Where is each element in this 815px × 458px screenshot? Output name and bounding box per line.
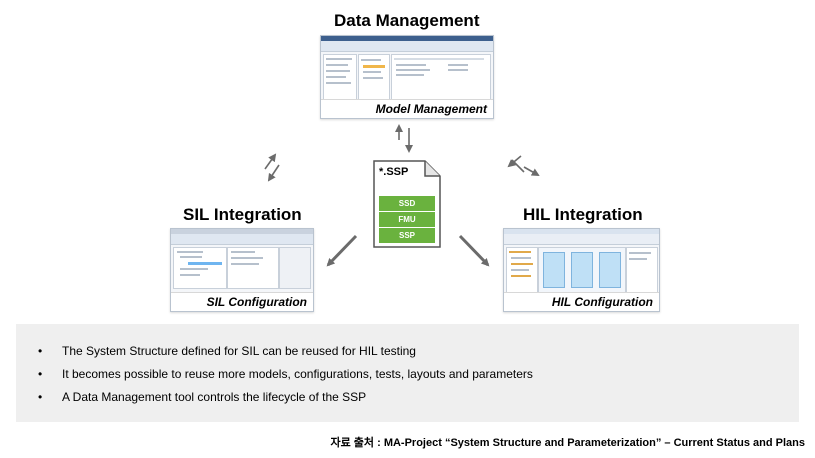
signal-chain-pane [538,247,626,293]
sil-configuration-caption: SIL Configuration [171,292,313,311]
data-management-title: Data Management [334,11,480,30]
ssp-to-sil-arrow [326,234,358,267]
dm-ssp-bidirectional-arrow [395,124,413,153]
window-titlebar [321,36,493,41]
bullet-marker: • [38,390,43,404]
properties-pane [279,247,311,289]
ribbon-toolbar [504,234,659,245]
hil-configuration-caption: HIL Configuration [504,292,659,311]
sil-integration-title: SIL Integration [183,205,302,224]
mapping-pane [227,247,279,289]
bullet-text: It becomes possible to reuse more models… [62,367,533,381]
model-management-screenshot: Model Management [320,35,494,119]
dm-sil-bidirectional-arrow [264,153,280,182]
window-titlebar [171,229,313,234]
ssp-to-hil-arrow [458,234,490,267]
project-tree-pane [506,247,538,293]
dm-hil-bidirectional-arrow [507,155,540,176]
ssp-block: SSP [379,228,435,243]
navigation-pane [323,54,357,100]
window-titlebar [504,229,659,234]
fmu-block: FMU [379,212,435,227]
hil-integration-title: HIL Integration [523,205,643,224]
sil-configuration-screenshot: SIL Configuration [170,228,314,312]
bullet-text: The System Structure defined for SIL can… [62,344,416,358]
ssp-file-label: *.SSP [379,166,409,178]
ssd-block: SSD [379,196,435,211]
ribbon-toolbar [321,41,493,52]
ribbon-toolbar [171,234,313,245]
properties-pane [626,247,658,293]
hil-configuration-screenshot: HIL Configuration [503,228,660,312]
bullet-marker: • [38,367,43,381]
bullet-marker: • [38,344,43,358]
model-list-pane [391,54,491,100]
summary-box: • The System Structure defined for SIL c… [16,324,799,422]
model-management-caption: Model Management [321,99,493,118]
bullet-text: A Data Management tool controls the life… [62,390,367,404]
source-citation: 자료 출처 : MA-Project “System Structure and… [330,437,805,449]
signal-tree-pane [173,247,227,289]
